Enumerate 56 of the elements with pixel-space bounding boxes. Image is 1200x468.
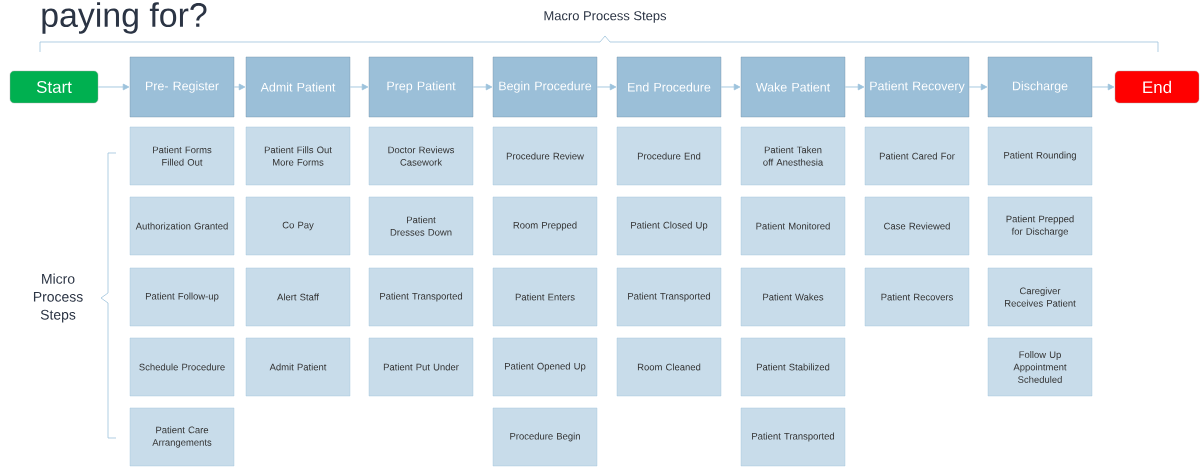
micro-step-box: Co Pay — [245, 196, 351, 256]
micro-step-box: Doctor Reviews Casework — [368, 126, 474, 186]
micro-step-box: Caregiver Receives Patient — [987, 267, 1093, 327]
arrow — [97, 83, 130, 91]
micro-step-box: Alert Staff — [245, 267, 351, 327]
arrow — [968, 83, 988, 91]
arrow — [1091, 83, 1115, 91]
macro-step-box: End Procedure — [616, 56, 722, 118]
micro-step-box: Patient Fills Out More Forms — [245, 126, 351, 186]
micro-step-box: Patient Monitored — [740, 196, 846, 256]
micro-step-box: Patient Opened Up — [492, 337, 598, 397]
arrow — [844, 83, 865, 91]
micro-step-box: Patient Transported — [616, 267, 722, 327]
micro-step-box: Procedure Begin — [492, 407, 598, 467]
arrow — [596, 83, 617, 91]
start-terminal: Start — [9, 70, 99, 104]
micro-step-box: Patient Put Under — [368, 337, 474, 397]
micro-step-box: Patient Transported — [368, 267, 474, 327]
micro-step-box: Patient Dresses Down — [368, 196, 474, 256]
micro-step-box: Case Reviewed — [864, 196, 970, 256]
brace-label: Macro Process Steps — [544, 11, 667, 23]
end-terminal: End — [1114, 70, 1200, 104]
arrow — [720, 83, 741, 91]
macro-step-box: Begin Procedure — [492, 56, 598, 118]
micro-step-box: Room Prepped — [492, 196, 598, 256]
macro-step-box: Patient Recovery — [864, 56, 970, 118]
arrow — [472, 83, 493, 91]
micro-step-box: Follow Up Appointment Scheduled — [987, 337, 1093, 397]
macro-step-box: Prep Patient — [368, 56, 474, 118]
micro-step-box: Patient Recovers — [864, 267, 970, 327]
micro-step-box: Patient Cared For — [864, 126, 970, 186]
micro-step-box: Patient Rounding — [987, 126, 1093, 186]
brace-label: Micro Process Steps — [33, 273, 83, 323]
micro-step-box: Patient Transported — [740, 407, 846, 467]
micro-step-box: Patient Taken off Anesthesia — [740, 126, 846, 186]
micro-step-box: Patient Wakes — [740, 267, 846, 327]
micro-step-box: Admit Patient — [245, 337, 351, 397]
micro-step-box: Patient Prepped for Discharge — [987, 196, 1093, 256]
micro-step-box: Authorization Granted — [129, 196, 235, 256]
macro-step-box: Discharge — [987, 56, 1093, 118]
micro-step-box: Patient Care Arrangements — [129, 407, 235, 467]
micro-step-box: Patient Stabilized — [740, 337, 846, 397]
micro-step-box: Patient Follow-up — [129, 267, 235, 327]
micro-step-box: Schedule Procedure — [129, 337, 235, 397]
macro-step-box: Admit Patient — [245, 56, 351, 118]
micro-step-box: Procedure End — [616, 126, 722, 186]
micro-step-box: Patient Enters — [492, 267, 598, 327]
micro-step-box: Patient Closed Up — [616, 196, 722, 256]
micro-step-box: Room Cleaned — [616, 337, 722, 397]
micro-step-box: Patient Forms Filled Out — [129, 126, 235, 186]
macro-step-box: Pre- Register — [129, 56, 235, 118]
micro-step-box: Procedure Review — [492, 126, 598, 186]
arrow — [233, 83, 246, 91]
title: paying for? — [42, 2, 207, 34]
arrow — [349, 83, 369, 91]
macro-step-box: Wake Patient — [740, 56, 846, 118]
